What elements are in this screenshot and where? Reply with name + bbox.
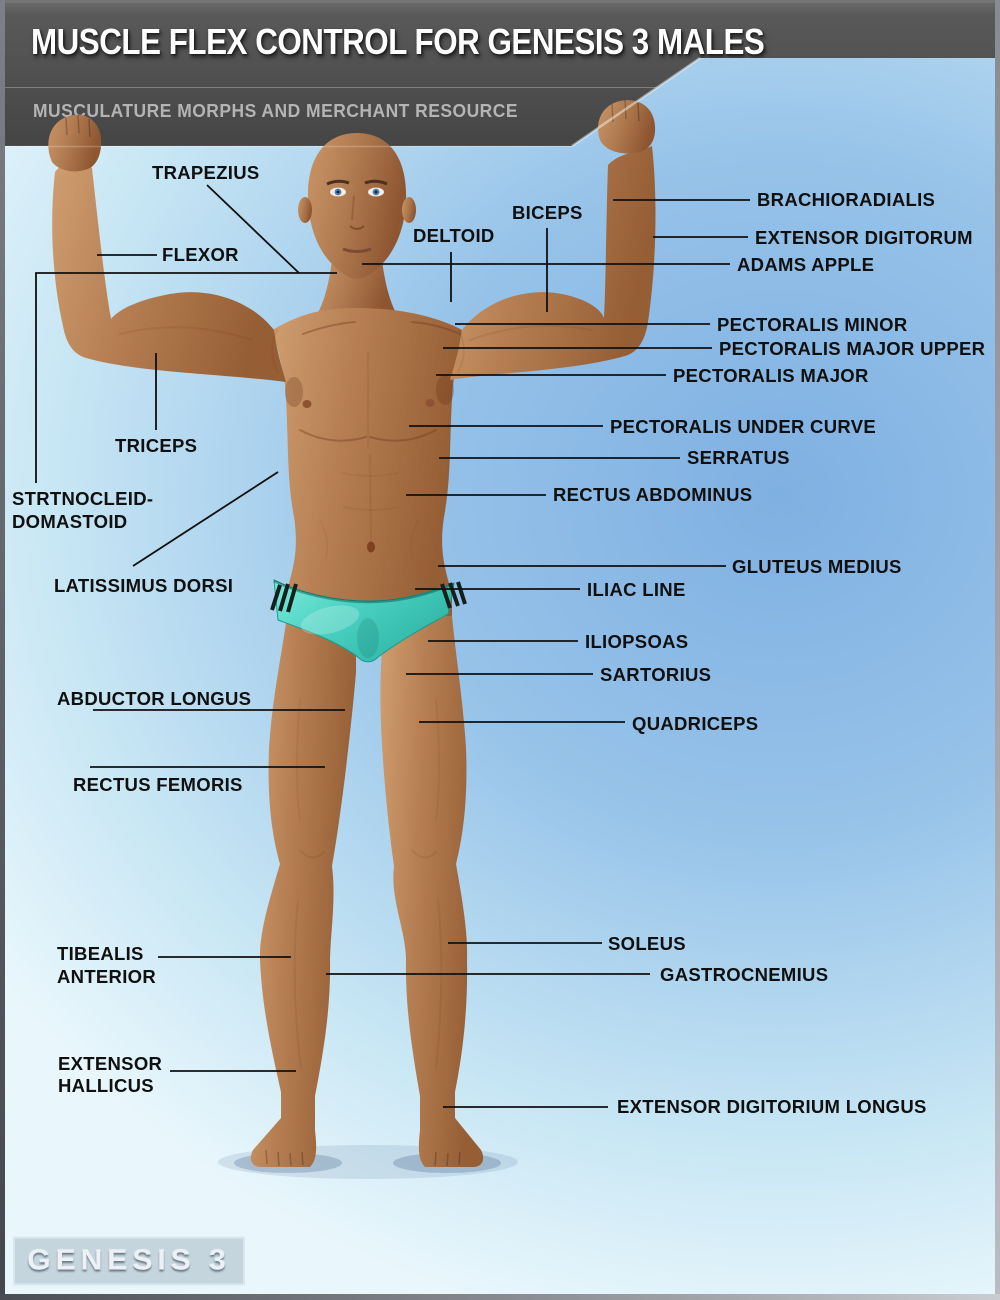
banner-divider xyxy=(0,87,662,88)
callout-labels: TRAPEZIUS FLEXOR TRICEPS STRTNOCLEID- DO… xyxy=(12,162,985,1117)
left-leg xyxy=(250,616,356,1167)
label-deltoid: DELTOID xyxy=(413,225,495,246)
label-triceps: TRICEPS xyxy=(115,435,197,456)
head xyxy=(307,133,407,279)
pointer-latissimus-dorsi xyxy=(132,471,279,567)
label-sternocleidomastoid-2: DOMASTOID xyxy=(12,511,127,532)
genesis-3-logo: GENESIS 3 xyxy=(13,1236,245,1286)
briefs-stripes xyxy=(270,581,467,613)
label-latissimus-dorsi: LATISSIMUS DORSI xyxy=(54,575,233,596)
label-rectus-abdominus: RECTUS ABDOMINUS xyxy=(553,484,752,505)
label-biceps: BICEPS xyxy=(512,202,583,223)
label-tibealis-anterior-2: ANTERIOR xyxy=(57,966,156,987)
frame-edge-bottom xyxy=(0,1294,1000,1300)
leg-definition xyxy=(293,699,443,1069)
right-fist xyxy=(598,100,656,154)
label-pectoralis-minor: PECTORALIS MINOR xyxy=(717,314,908,335)
right-arm xyxy=(450,146,656,380)
label-brachioradialis: BRACHIORADIALIS xyxy=(757,189,935,210)
label-soleus: SOLEUS xyxy=(608,933,686,954)
frame-edge-right xyxy=(995,0,1000,1300)
toe-lines xyxy=(265,1149,461,1167)
right-leg xyxy=(380,616,484,1167)
torso-definition xyxy=(285,321,461,559)
pointer-sternocleidomastoid xyxy=(35,272,337,483)
label-pectoralis-under-curve: PECTORALIS UNDER CURVE xyxy=(610,416,876,437)
label-extensor-hallicus-2: HALLICUS xyxy=(58,1075,154,1096)
label-extensor-hallicus-1: EXTENSOR xyxy=(58,1053,162,1074)
label-gastrocnemius: GASTROCNEMIUS xyxy=(660,964,828,985)
genesis-3-logo-text: GENESIS 3 xyxy=(27,1244,231,1277)
arm-definition xyxy=(119,324,593,373)
face xyxy=(326,179,388,253)
label-abductor-longus: ABDUCTOR LONGUS xyxy=(57,688,251,709)
left-ear xyxy=(298,197,312,223)
pointer-trapezius xyxy=(206,184,300,274)
label-pectoralis-major: PECTORALIS MAJOR xyxy=(673,365,869,386)
label-extensor-digitorum: EXTENSOR DIGITORUM xyxy=(755,227,973,248)
label-gluteus-medius: GLUTEUS MEDIUS xyxy=(732,556,902,577)
label-tibealis-anterior-1: TIBEALIS xyxy=(57,943,144,964)
right-ear xyxy=(402,197,416,223)
torso xyxy=(272,308,462,620)
label-flexor: FLEXOR xyxy=(162,244,239,265)
label-iliac-line: ILIAC LINE xyxy=(587,579,686,600)
frame-edge-top xyxy=(0,0,1000,3)
label-trapezius: TRAPEZIUS xyxy=(152,162,260,183)
label-sartorius: SARTORIUS xyxy=(600,664,711,685)
label-iliopsoas: ILIOPSOAS xyxy=(585,631,688,652)
label-adams-apple: ADAMS APPLE xyxy=(737,254,874,275)
label-extensor-digitorium-longus: EXTENSOR DIGITORIUM LONGUS xyxy=(617,1096,927,1117)
knuckle-lines xyxy=(65,99,640,138)
label-pectoralis-major-upper: PECTORALIS MAJOR UPPER xyxy=(719,338,985,359)
briefs xyxy=(270,579,467,663)
page-title: MUSCLE FLEX CONTROL FOR GENESIS 3 MALES xyxy=(31,21,765,62)
label-rectus-femoris: RECTUS FEMORIS xyxy=(73,774,243,795)
left-fist xyxy=(48,114,102,172)
callout-lines xyxy=(35,184,750,1108)
left-arm xyxy=(52,161,286,382)
page-subtitle: MUSCULATURE MORPHS AND MERCHANT RESOURCE xyxy=(33,101,518,121)
male-figure xyxy=(48,99,656,1167)
banner-edge-highlight xyxy=(0,56,701,148)
label-serratus: SERRATUS xyxy=(687,447,790,468)
label-sternocleidomastoid-1: STRTNOCLEID- xyxy=(12,488,153,509)
label-quadriceps: QUADRICEPS xyxy=(632,713,758,734)
frame-edge-left xyxy=(0,0,5,1300)
